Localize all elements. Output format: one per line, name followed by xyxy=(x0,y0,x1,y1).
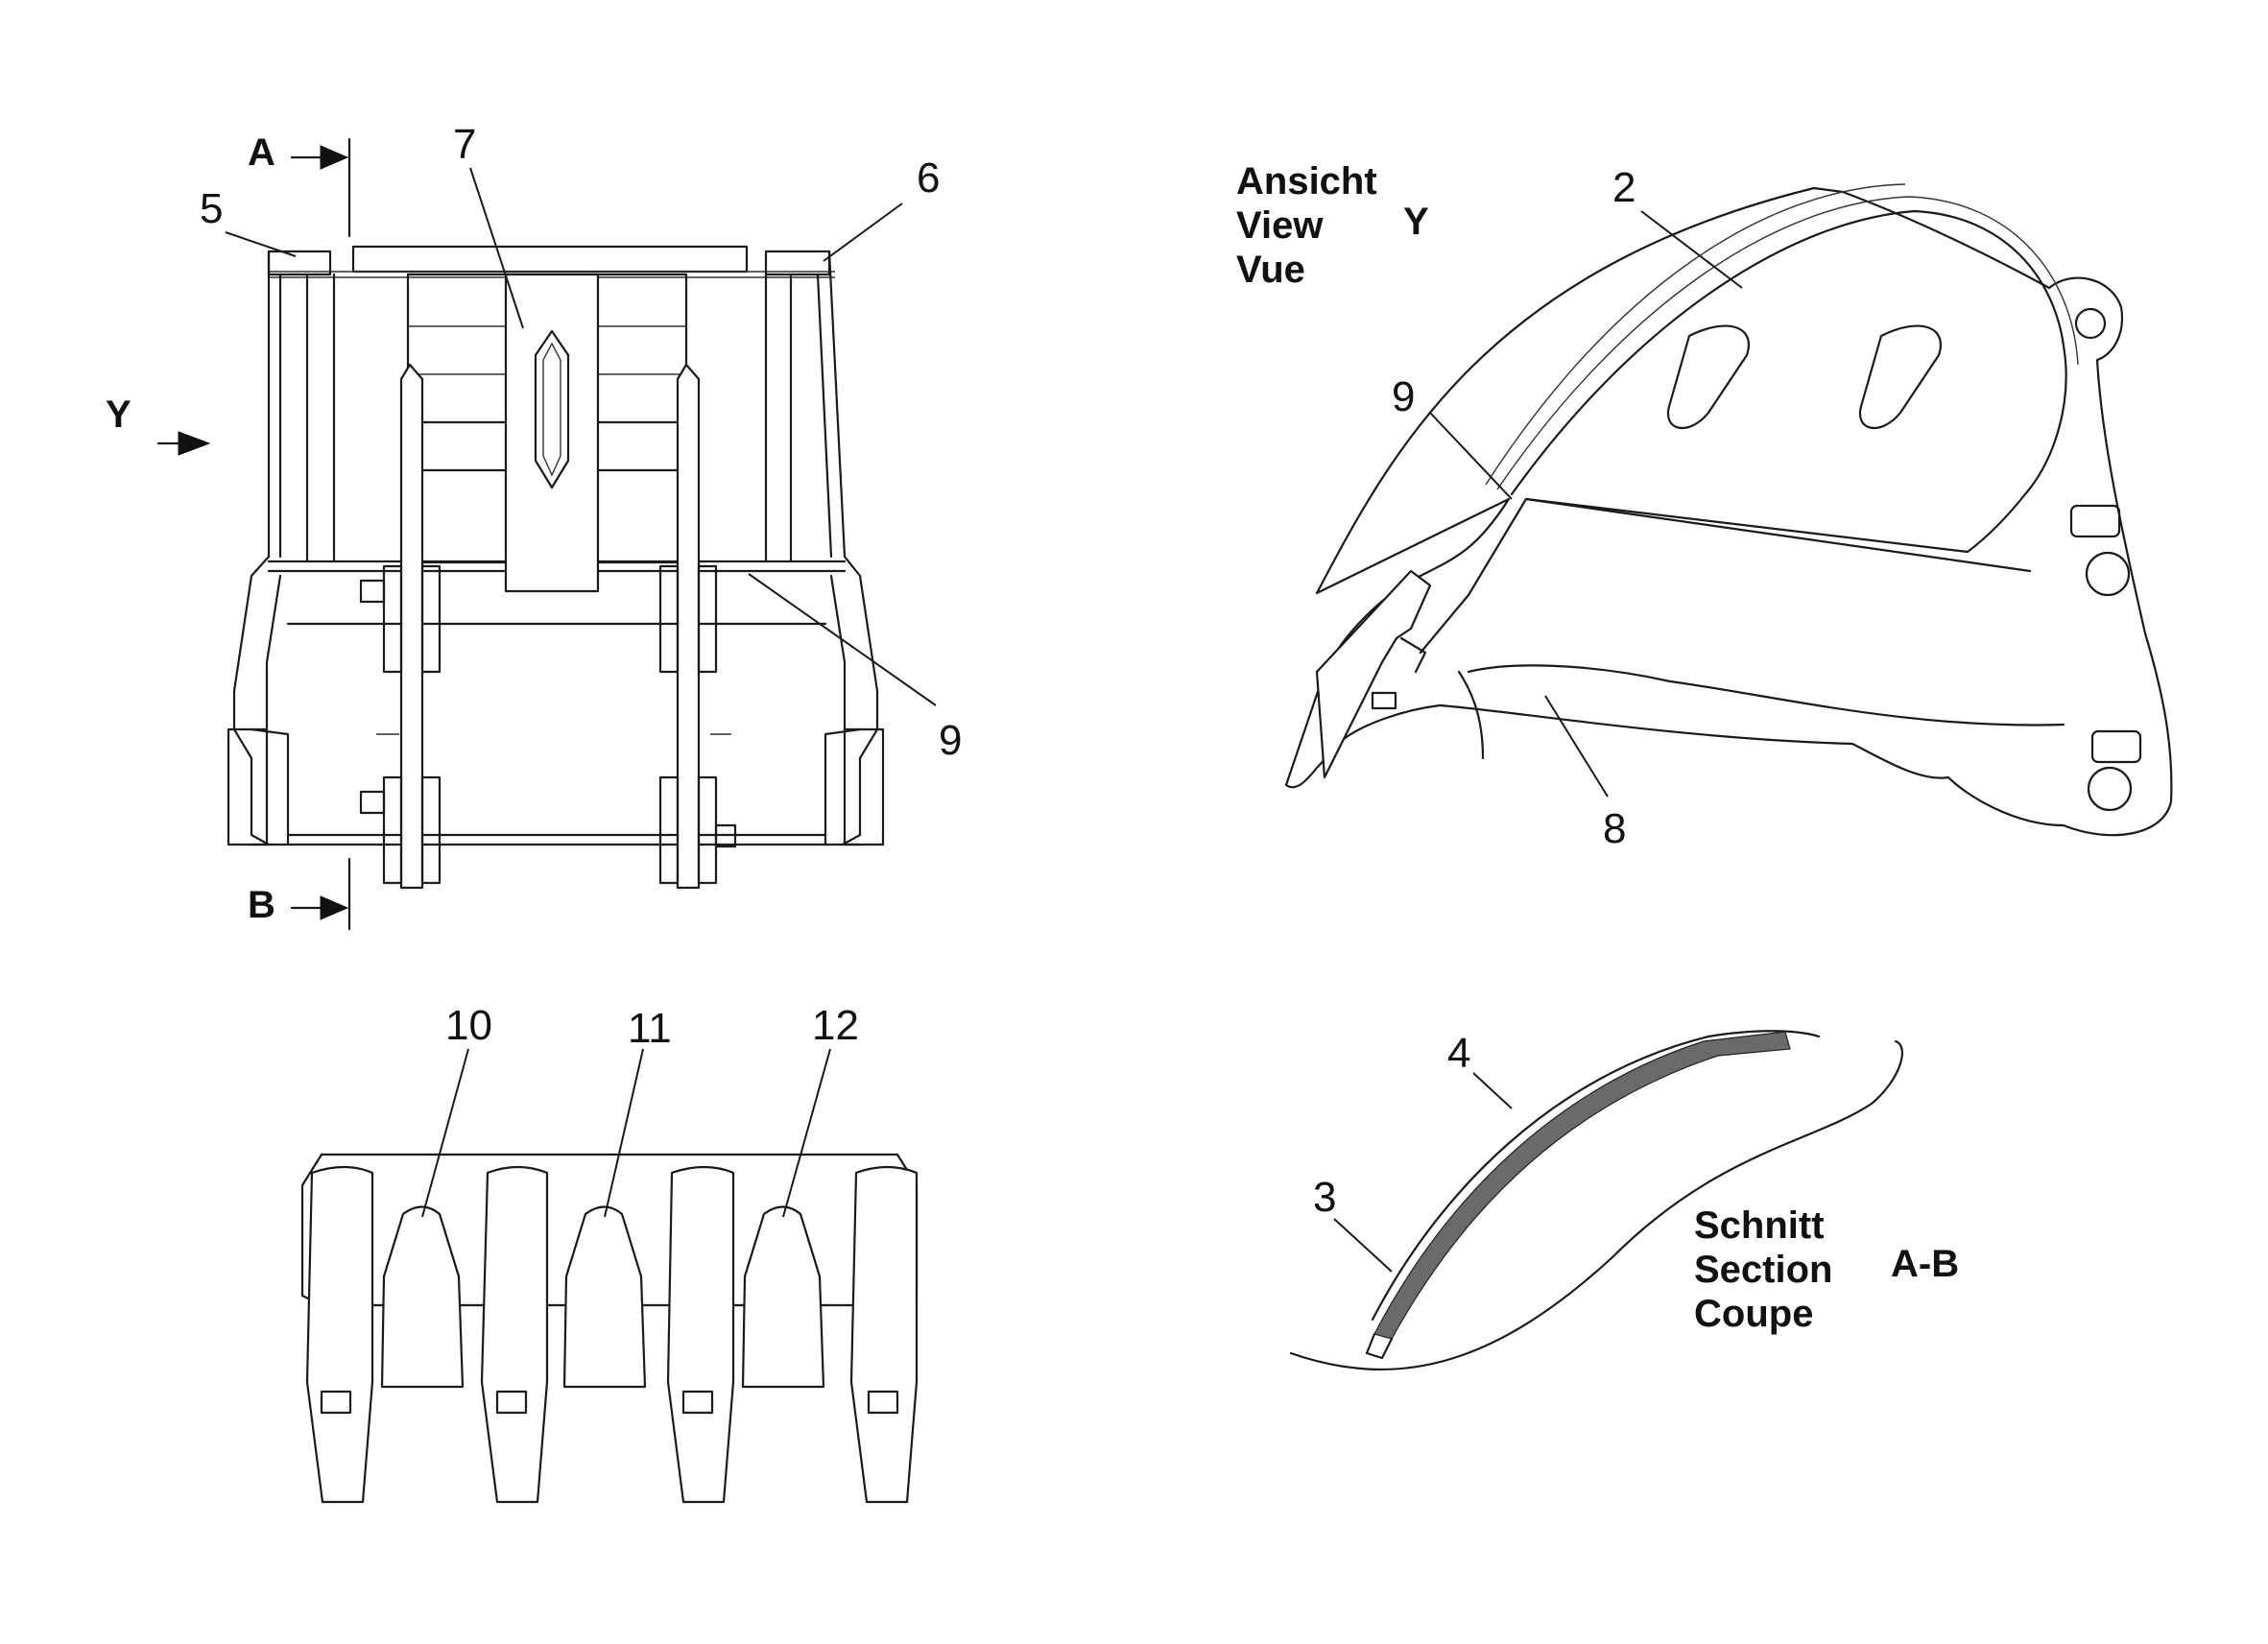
adapter-1 xyxy=(305,1165,374,1504)
side-wall-right xyxy=(827,250,879,846)
svg-text:B: B xyxy=(248,884,275,926)
view-marker-y: Y xyxy=(106,393,211,456)
teeth-view xyxy=(300,1153,919,1504)
tooth-10 xyxy=(380,1205,465,1389)
front-view xyxy=(227,137,885,931)
section-marker-a: A xyxy=(248,131,349,174)
centre-slot xyxy=(534,329,570,489)
pin-hole-lower xyxy=(2087,766,2133,812)
section-a-b xyxy=(1289,1030,1903,1370)
callout-12: 12 xyxy=(812,1002,859,1049)
hanger-plate-right xyxy=(676,363,701,890)
callout-3: 3 xyxy=(1313,1174,1336,1221)
callout-9-side: 9 xyxy=(1392,373,1415,420)
callout-7: 7 xyxy=(453,121,476,168)
side-wall-left xyxy=(232,250,271,846)
slot-left xyxy=(1667,324,1750,430)
svg-text:A-B: A-B xyxy=(1891,1243,1959,1285)
section-profile xyxy=(1289,1039,1903,1370)
section-marker-b: B xyxy=(248,884,349,926)
svg-text:View: View xyxy=(1236,204,1324,247)
callout-6: 6 xyxy=(917,155,940,202)
callout-5: 5 xyxy=(200,185,223,232)
section-title: Schnitt Section Coupe A-B xyxy=(1694,1204,1959,1335)
callout-9-front: 9 xyxy=(939,717,962,764)
adapter-3 xyxy=(666,1165,735,1504)
svg-text:Vue: Vue xyxy=(1236,249,1305,291)
pin-hole-upper xyxy=(2085,551,2131,597)
tooth-12 xyxy=(741,1205,825,1389)
svg-text:Ansicht: Ansicht xyxy=(1236,160,1377,203)
adapter-4 xyxy=(849,1165,919,1504)
view-title: Ansicht View Vue Y xyxy=(1236,160,1429,291)
hanger-plate-left xyxy=(399,363,424,890)
tip-tooth xyxy=(1315,569,1432,779)
tooth-11 xyxy=(562,1205,647,1389)
callout-10: 10 xyxy=(445,1002,492,1049)
callout-8: 8 xyxy=(1603,805,1626,852)
bucket-side-outline xyxy=(1284,186,2173,837)
svg-text:Schnitt: Schnitt xyxy=(1694,1204,1825,1247)
top-rim xyxy=(351,245,749,274)
callout-4: 4 xyxy=(1447,1030,1470,1077)
svg-text:Section: Section xyxy=(1694,1249,1832,1291)
svg-text:Coupe: Coupe xyxy=(1694,1293,1813,1335)
wear-liner-hatched xyxy=(1373,1031,1791,1340)
adapter-2 xyxy=(480,1165,549,1504)
callout-2: 2 xyxy=(1612,164,1635,211)
slot-right xyxy=(1859,324,1942,430)
svg-text:A: A xyxy=(248,131,275,174)
svg-text:Y: Y xyxy=(106,393,131,436)
svg-text:Y: Y xyxy=(1403,201,1429,243)
callout-11: 11 xyxy=(628,1005,672,1052)
view-y xyxy=(1284,183,2173,837)
